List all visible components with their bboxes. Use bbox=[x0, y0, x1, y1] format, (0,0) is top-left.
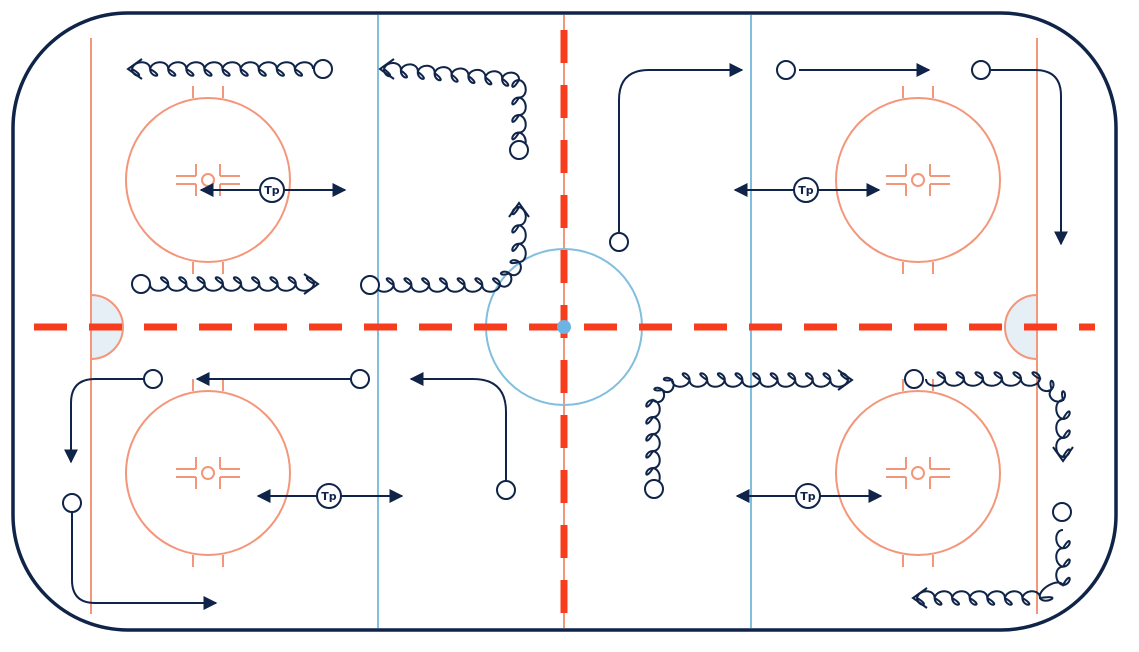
player-marker bbox=[644, 479, 664, 499]
player-marker bbox=[776, 60, 796, 80]
players bbox=[62, 59, 1072, 522]
skate-path-center-curl bbox=[409, 372, 507, 481]
puck-path-nw-top bbox=[126, 58, 314, 80]
passer-marker: Tp bbox=[316, 483, 342, 509]
puck-path-neutral-left bbox=[378, 58, 527, 151]
puck-path-center-down bbox=[645, 369, 854, 486]
passer-label: Tp bbox=[264, 184, 280, 197]
center-faceoff-dot bbox=[557, 320, 571, 334]
player-marker bbox=[971, 60, 991, 80]
puck-path-neutral-left-tip bbox=[378, 58, 395, 80]
skate-path-sw-boards bbox=[64, 378, 144, 464]
faceoff-circle-ne bbox=[835, 86, 1001, 274]
passer-circle bbox=[316, 483, 342, 509]
player-marker bbox=[62, 493, 82, 513]
player-marker bbox=[350, 369, 370, 389]
passer-marker: Tp bbox=[795, 483, 821, 509]
puck-path-nw-top-tip bbox=[126, 58, 143, 80]
passer-label: Tp bbox=[321, 490, 337, 503]
pass-paths bbox=[199, 183, 883, 503]
puck-path-nw-bottom bbox=[149, 273, 320, 295]
skate-path-ne-boards bbox=[991, 69, 1068, 246]
player-marker bbox=[1052, 502, 1072, 522]
puck-path-se-bottom bbox=[911, 529, 1071, 609]
player-marker bbox=[313, 59, 333, 79]
puck-path-center-down-tip bbox=[837, 369, 854, 391]
passer-label: Tp bbox=[798, 184, 814, 197]
puck-carry-paths bbox=[126, 58, 1074, 609]
puck-path-center-up bbox=[375, 201, 530, 293]
passer-marker: Tp bbox=[259, 177, 285, 203]
player-marker bbox=[904, 369, 924, 389]
puck-path-se-top-tip bbox=[1052, 446, 1074, 463]
puck-path-center-up-tip bbox=[508, 201, 530, 218]
puck-path-nw-bottom-tip bbox=[303, 273, 320, 295]
skate-path-sw-corner bbox=[71, 513, 218, 610]
goal-crease-right bbox=[1004, 293, 1038, 361]
faceoff-circle-nw bbox=[125, 86, 291, 274]
puck-path-se-top bbox=[925, 371, 1074, 463]
faceoff-circle-sw bbox=[125, 379, 291, 567]
player-marker bbox=[143, 369, 163, 389]
faceoff-circles bbox=[125, 86, 1001, 567]
faceoff-circle-se bbox=[835, 379, 1001, 567]
player-marker bbox=[609, 232, 629, 252]
skating-paths bbox=[64, 63, 1068, 610]
player-marker bbox=[496, 480, 516, 500]
skate-path-ne-center-loop bbox=[618, 63, 744, 232]
passer-circle bbox=[259, 177, 285, 203]
passer-circle bbox=[793, 177, 819, 203]
player-marker bbox=[509, 140, 529, 160]
puck-path-se-bottom-tip bbox=[911, 587, 928, 609]
player-marker bbox=[360, 275, 380, 295]
passer-marker: Tp bbox=[793, 177, 819, 203]
passer-label: Tp bbox=[800, 490, 816, 503]
player-marker bbox=[131, 274, 151, 294]
rink-boards bbox=[11, 11, 1118, 632]
passer-circle bbox=[795, 483, 821, 509]
